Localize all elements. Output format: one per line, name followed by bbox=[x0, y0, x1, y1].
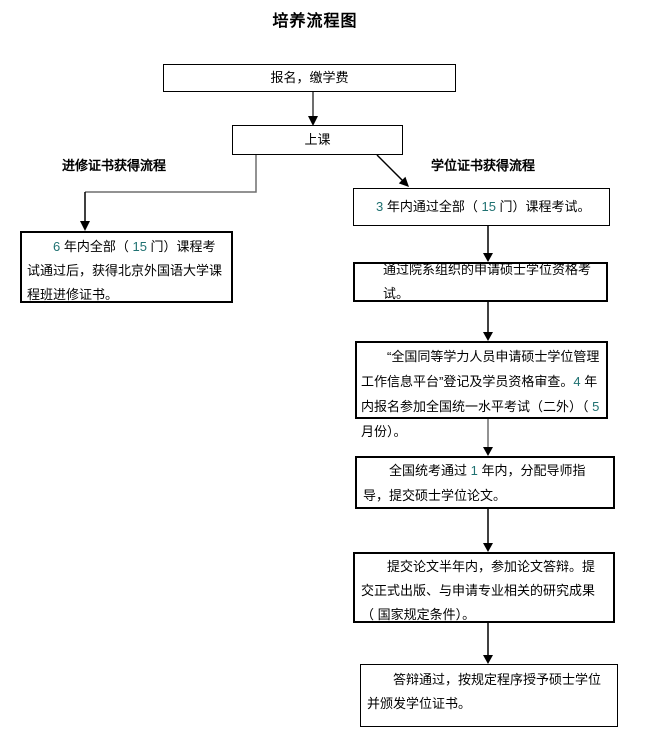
arrowhead-platform-to-thesis bbox=[483, 447, 493, 456]
arrowhead-qualify-to-platform bbox=[483, 332, 493, 341]
flow-node-study-certificate-label: 6 年内全部（ 15 门）课程考试通过后，获得北京外国语大学课程班进修证书。 bbox=[27, 239, 223, 302]
arrowhead-attend-to-leftcert bbox=[80, 221, 90, 231]
flow-node-thesis-defense-label: 提交论文半年内，参加论文答辩。提交正式出版、与申请专业相关的研究成果（ 国家规定… bbox=[361, 559, 596, 622]
arrowhead-defense-to-degree bbox=[483, 655, 493, 664]
arrowhead-attend-to-exam3 bbox=[398, 176, 409, 187]
flow-node-thesis-submission-label: 全国统考通过 1 年内，分配导师指导，提交硕士学位论文。 bbox=[363, 463, 586, 503]
page-title: 培养流程图 bbox=[272, 13, 358, 30]
flow-node-course-exams: 3 年内通过全部（ 15 门）课程考试。 bbox=[353, 188, 610, 226]
flow-node-degree-award-label: 答辩通过，按规定程序授予硕士学位并颁发学位证书。 bbox=[367, 672, 602, 711]
branch-label-right: 学位证书获得流程 bbox=[431, 158, 536, 173]
arrowhead-thesis-to-defense bbox=[483, 543, 493, 552]
flow-node-qualification-exam-label: 通过院系组织的申请硕士学位资格考试。 bbox=[383, 262, 592, 301]
flow-node-thesis-submission: 全国统考通过 1 年内，分配导师指导，提交硕士学位论文。 bbox=[355, 456, 615, 509]
flow-node-thesis-defense: 提交论文半年内，参加论文答辩。提交正式出版、与申请专业相关的研究成果（ 国家规定… bbox=[353, 552, 615, 623]
flow-node-enroll: 报名，缴学费 bbox=[163, 64, 456, 92]
flow-node-attend-class: 上课 bbox=[232, 125, 403, 155]
flow-node-platform-registration-label: “全国同等学力人员申请硕士学位管理工作信息平台”登记及学员资格审查。4 年内报名… bbox=[361, 349, 600, 439]
flow-node-degree-award: 答辩通过，按规定程序授予硕士学位并颁发学位证书。 bbox=[360, 664, 618, 727]
flow-node-course-exams-label: 3 年内通过全部（ 15 门）课程考试。 bbox=[376, 199, 591, 214]
flow-node-platform-registration: “全国同等学力人员申请硕士学位管理工作信息平台”登记及学员资格审查。4 年内报名… bbox=[355, 341, 608, 439]
flow-node-study-certificate: 6 年内全部（ 15 门）课程考试通过后，获得北京外国语大学课程班进修证书。 bbox=[20, 231, 233, 303]
branch-label-left: 进修证书获得流程 bbox=[62, 158, 167, 173]
flow-node-enroll-label: 报名，缴学费 bbox=[270, 70, 349, 85]
connector-attend-to-exam3 bbox=[376, 154, 404, 182]
flow-node-attend-class-label: 上课 bbox=[304, 132, 331, 147]
flow-node-qualification-exam: 通过院系组织的申请硕士学位资格考试。 bbox=[353, 262, 608, 302]
